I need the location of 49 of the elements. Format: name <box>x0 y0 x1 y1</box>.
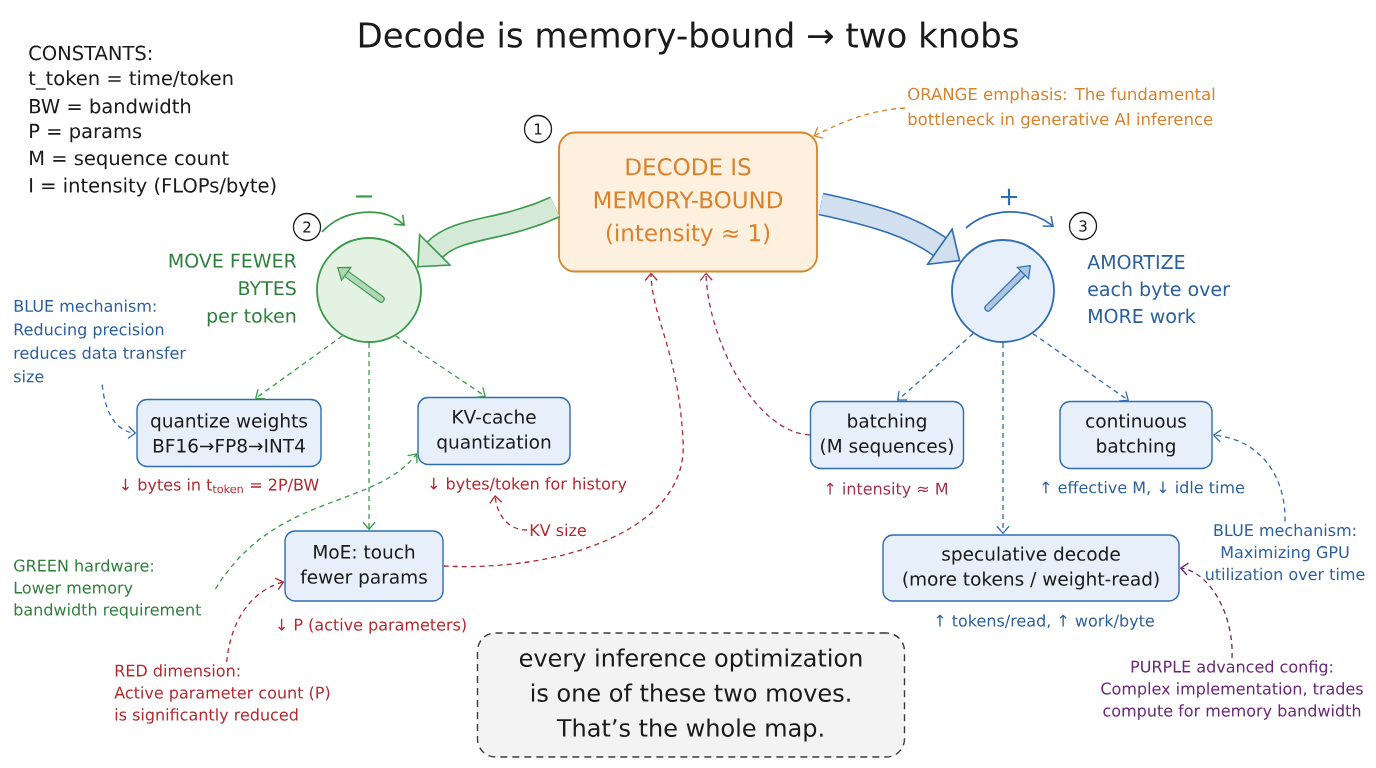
title: Decode is memory-bound → two knobs <box>359 21 1018 55</box>
arrow <box>255 335 344 400</box>
callout-number: 2 <box>292 212 322 242</box>
arrow <box>699 272 811 436</box>
arrow <box>1212 429 1286 523</box>
summary-box: every inference optimization is one of these two moves. That’s the whole map. <box>476 632 906 758</box>
arrow <box>489 494 528 531</box>
arrow <box>362 342 376 531</box>
effect-note: ↓ bytes/token for history <box>430 477 627 493</box>
arrow <box>1179 562 1233 659</box>
constant-definition: BW = bandwidth <box>30 98 191 114</box>
effect-note: ↓ bytes in t$_{token}$ = 2P/BW <box>122 478 319 494</box>
process-box: quantize weights BF16→FP8→INT4 <box>136 398 322 468</box>
effect-note: ↑ intensity ≈ M <box>826 482 948 498</box>
process-box: speculative decode (more tokens / weight-read) <box>882 534 1180 602</box>
process-box: KV-cache quantization <box>417 396 571 466</box>
arrow <box>214 453 418 590</box>
highlight-box: DECODE IS MEMORY-BOUND (intensity ≈ 1) <box>558 131 818 273</box>
constants-heading: CONSTANTS: <box>29 45 152 61</box>
process-box: continuous batching <box>1059 400 1213 470</box>
constant-definition: t_token = time/token <box>28 70 233 90</box>
sign-label: − <box>355 195 373 198</box>
annotation-note: ORANGE emphasis: The fundamental bottleneck in generative AI inference <box>908 87 1215 129</box>
arrow <box>394 335 486 398</box>
knob-caption: AMORTIZE each byte over MORE work <box>1087 254 1230 324</box>
annotation-note: KV size <box>530 523 586 537</box>
callout-number: 3 <box>1068 211 1098 241</box>
constant-definition: M = sequence count <box>30 150 229 170</box>
arrow <box>897 332 974 401</box>
arrow <box>101 384 137 440</box>
arrow <box>813 107 906 139</box>
process-box: MoE: touch fewer params <box>284 530 444 602</box>
arrow <box>443 272 684 568</box>
arrow <box>1032 332 1129 402</box>
annotation-note: PURPLE advanced config: Complex implementation, trades compute for memory bandwidth <box>1101 660 1363 720</box>
arrow <box>226 577 285 663</box>
annotation-note: RED dimension: Active parameter count (P) is significantly reduced <box>114 664 330 724</box>
process-box: batching (M sequences) <box>809 400 965 470</box>
callout-number: 1 <box>523 114 553 144</box>
effect-note: ↑ tokens/read, ↑ work/byte <box>936 614 1154 630</box>
effect-note: ↓ P (active parameters) <box>278 618 466 634</box>
annotation-note: GREEN hardware: Lower memory bandwidth requirement <box>14 559 202 619</box>
annotation-note: BLUE mechanism: Maximizing GPU utilization over time <box>1206 523 1365 581</box>
block-arrow <box>818 192 961 266</box>
sign-label: + <box>1000 188 1018 206</box>
constant-definition: P = params <box>30 123 142 143</box>
arrow <box>996 342 1010 535</box>
effect-note: ↑ effective M, ↓ idle time <box>1042 481 1244 495</box>
constant-definition: I = intensity (FLOPs/byte) <box>30 177 276 197</box>
